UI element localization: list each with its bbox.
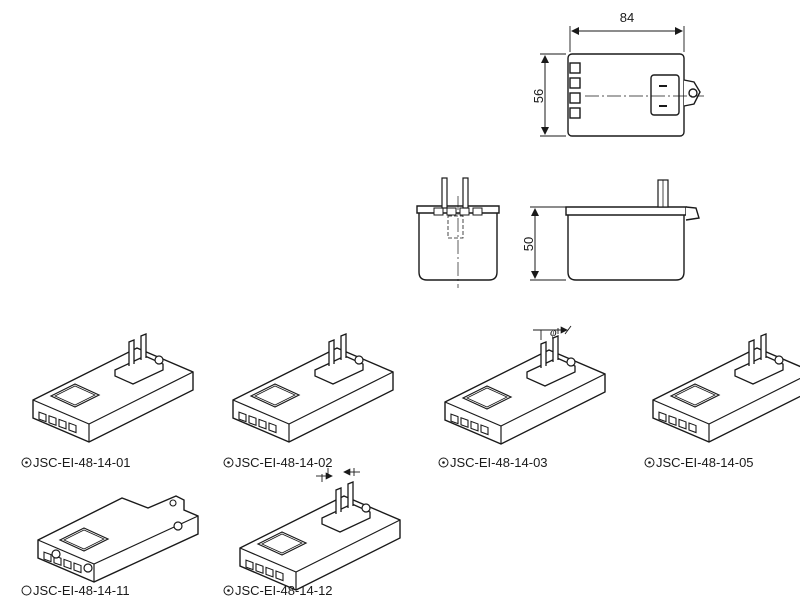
model-id: JSC-EI-48-14-05: [656, 455, 754, 470]
model-id: JSC-EI-48-14-11: [33, 583, 130, 598]
circle-icon: [20, 583, 32, 598]
phi-mark: φ: [550, 325, 557, 339]
adapter-03-drawing: [444, 325, 606, 445]
dot-circle-icon: [643, 455, 655, 470]
side-view-drawing: [530, 179, 700, 281]
model-id: JSC-EI-48-14-03: [450, 455, 548, 470]
top-width-dimension: 84: [620, 10, 634, 25]
dot-circle-icon: [222, 583, 234, 598]
model-label-05: JSC-EI-48-14-05: [643, 455, 754, 470]
adapter-05-drawing: [652, 333, 800, 443]
model-label-02: JSC-EI-48-14-02: [222, 455, 333, 470]
model-id: JSC-EI-48-14-12: [235, 583, 333, 598]
adapter-02-drawing: [232, 333, 394, 443]
front-view-drawing: [416, 177, 500, 288]
top-view-drawing: [540, 26, 704, 137]
adapter-01-drawing: [32, 333, 194, 443]
model-label-12: JSC-EI-48-14-12: [222, 583, 333, 598]
model-id: JSC-EI-48-14-02: [235, 455, 333, 470]
dot-circle-icon: [20, 455, 32, 470]
model-id: JSC-EI-48-14-01: [33, 455, 131, 470]
dot-circle-icon: [222, 455, 234, 470]
adapter-11-drawing: [37, 495, 199, 583]
dot-circle-icon: [437, 455, 449, 470]
adapter-12-drawing: [239, 468, 401, 591]
model-label-03: JSC-EI-48-14-03: [437, 455, 548, 470]
model-label-11: JSC-EI-48-14-11: [20, 583, 130, 598]
top-height-dimension: 56: [531, 89, 546, 103]
side-height-dimension: 50: [521, 237, 536, 251]
model-label-01: JSC-EI-48-14-01: [20, 455, 131, 470]
